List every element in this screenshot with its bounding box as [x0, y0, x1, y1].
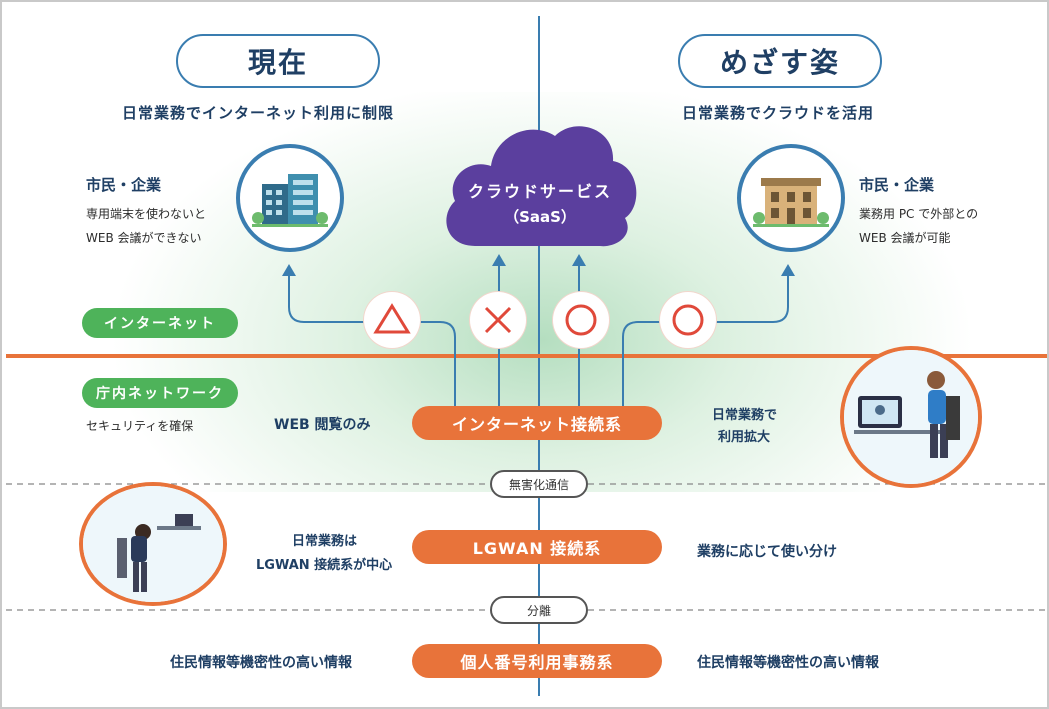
mark-circle-icon — [660, 292, 716, 348]
mynumber-left: 住民情報等機密性の高い情報 — [170, 655, 352, 671]
lgwan-left-line1: 日常業務は — [292, 534, 358, 549]
remote-worker-illustration — [840, 346, 982, 488]
current-subtitle: 日常業務でインターネット利用に制限 — [122, 104, 395, 122]
internet-row-right-line1: 日常業務で — [712, 408, 778, 423]
city-office-icon — [236, 144, 344, 252]
mark-cross-icon — [470, 292, 526, 348]
goal-title: めざす姿 — [678, 34, 882, 88]
lgwan-left-line2: LGWAN 接続系が中心 — [256, 558, 393, 573]
goal-subtitle: 日常業務でクラウドを活用 — [682, 104, 875, 122]
lgwan-right: 業務に応じて使い分け — [697, 544, 837, 560]
internet-row-right-line2: 利用拡大 — [718, 430, 771, 445]
lgwan-connection-bar: LGWAN 接続系 — [412, 530, 662, 564]
left-citizen-heading: 市民・企業 — [86, 176, 162, 194]
tired-worker-illustration — [79, 482, 227, 606]
right-citizen-line2: WEB 会議が可能 — [859, 231, 951, 245]
mynumber-system-bar: 個人番号利用事務系 — [412, 644, 662, 678]
cloud-label-line1: クラウドサービス — [467, 182, 612, 201]
right-citizen-heading: 市民・企業 — [859, 176, 935, 194]
left-citizen-line1: 専用端末を使わないと — [86, 207, 207, 221]
right-citizen-line1: 業務用 PC で外部との — [859, 207, 979, 221]
internet-row-left: WEB 閲覧のみ — [274, 417, 371, 433]
sanitized-communication-label: 無害化通信 — [490, 470, 588, 498]
mark-triangle-icon — [364, 292, 420, 348]
mark-circle-icon — [553, 292, 609, 348]
internet-connection-bar: インターネット接続系 — [412, 406, 662, 440]
intranet-zone-label: 庁内ネットワーク — [82, 378, 238, 408]
cloud-shape — [446, 126, 637, 247]
left-citizen-line2: WEB 会議ができない — [86, 231, 202, 245]
separation-label: 分離 — [490, 596, 588, 624]
cloud-label-line2: （SaaS） — [504, 208, 576, 226]
intranet-zone-sub: セキュリティを確保 — [86, 419, 194, 433]
mynumber-right: 住民情報等機密性の高い情報 — [697, 655, 879, 671]
current-title: 現在 — [176, 34, 380, 88]
internet-zone-label: インターネット — [82, 308, 238, 338]
public-building-icon — [737, 144, 845, 252]
